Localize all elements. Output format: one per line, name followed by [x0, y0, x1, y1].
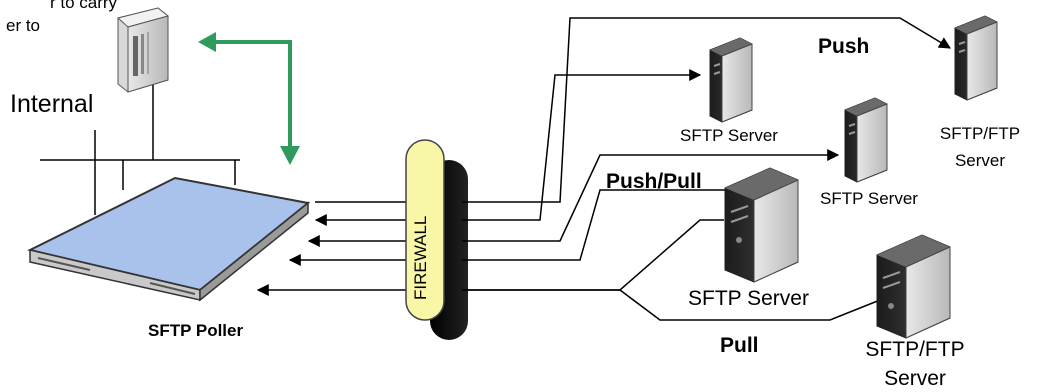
server-label: SFTP/FTP	[865, 338, 965, 361]
internal-label: Internal	[10, 90, 94, 118]
server-icon	[709, 37, 753, 123]
push-pull-label: Push/Pull	[606, 170, 702, 193]
server-icon	[724, 167, 799, 283]
server-icon	[954, 15, 998, 101]
sftp-poller-appliance	[27, 176, 311, 302]
top-left-text-line2: er to	[6, 16, 41, 35]
server-icon	[876, 234, 951, 339]
server-label: SFTP/FTP	[939, 124, 1021, 143]
pull-label: Pull	[720, 334, 759, 357]
poller-label: SFTP Poller	[148, 321, 244, 340]
server-icon	[844, 97, 888, 183]
internal-network	[40, 80, 240, 215]
server-label: Server	[954, 151, 1006, 170]
top-left-text-line1: r to carry	[50, 0, 118, 12]
server-label: SFTP Server	[688, 287, 809, 310]
server-label: SFTP Server	[820, 189, 918, 208]
firewall-label: FIREWALL	[411, 215, 430, 300]
server-label: SFTP Server	[680, 126, 778, 145]
inbound-arrows	[256, 201, 420, 296]
connection-lines	[462, 17, 952, 321]
push-label: Push	[818, 35, 870, 58]
internal-server-icon	[116, 7, 170, 93]
server-label: Server	[884, 367, 946, 390]
firewall	[405, 139, 468, 340]
green-bidirectional-arrow	[198, 32, 300, 165]
